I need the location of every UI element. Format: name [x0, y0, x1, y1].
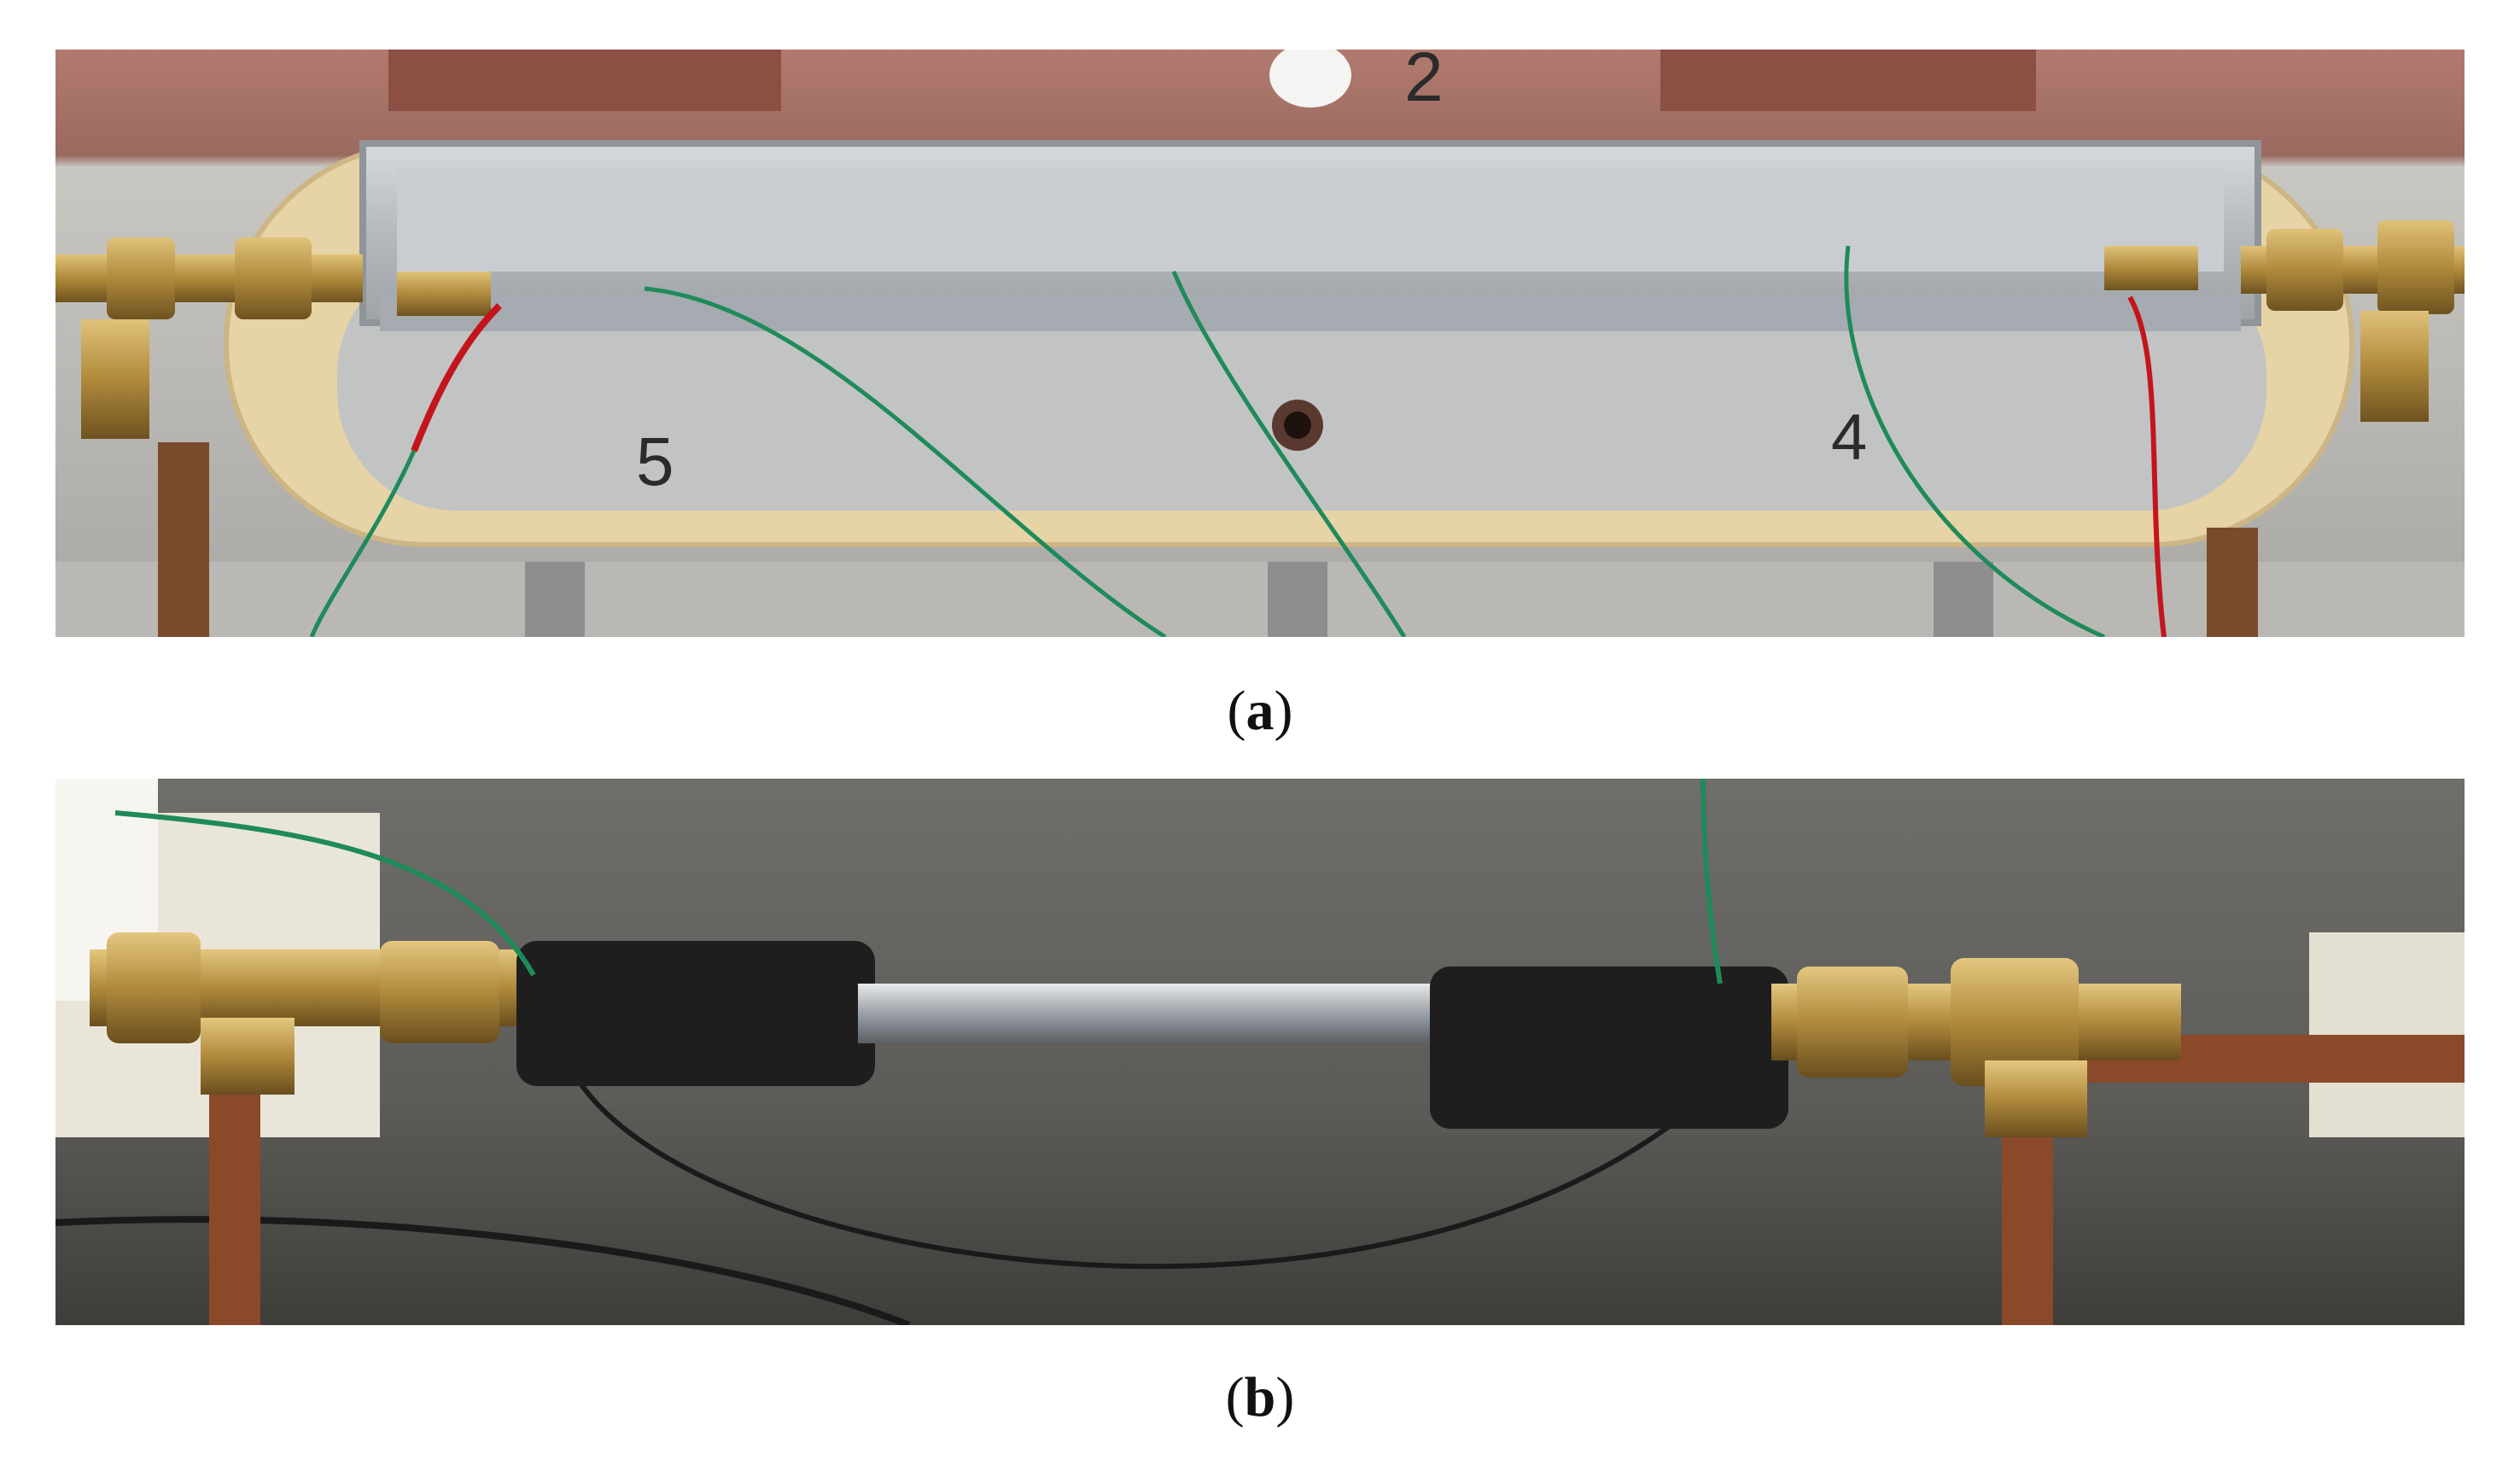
- photo-panel-b: [55, 779, 2465, 1325]
- channel-photo: 2 5 4: [55, 50, 2465, 637]
- photo-panel-a: 2 5 4: [55, 50, 2465, 637]
- caption-a: (a): [1227, 680, 1293, 742]
- tube-photo: [55, 779, 2465, 1325]
- mark-left: 5: [636, 423, 674, 499]
- mark-top: 2: [1404, 50, 1444, 116]
- mark-right: 4: [1831, 401, 1867, 474]
- caption-b: (b): [1225, 1366, 1295, 1428]
